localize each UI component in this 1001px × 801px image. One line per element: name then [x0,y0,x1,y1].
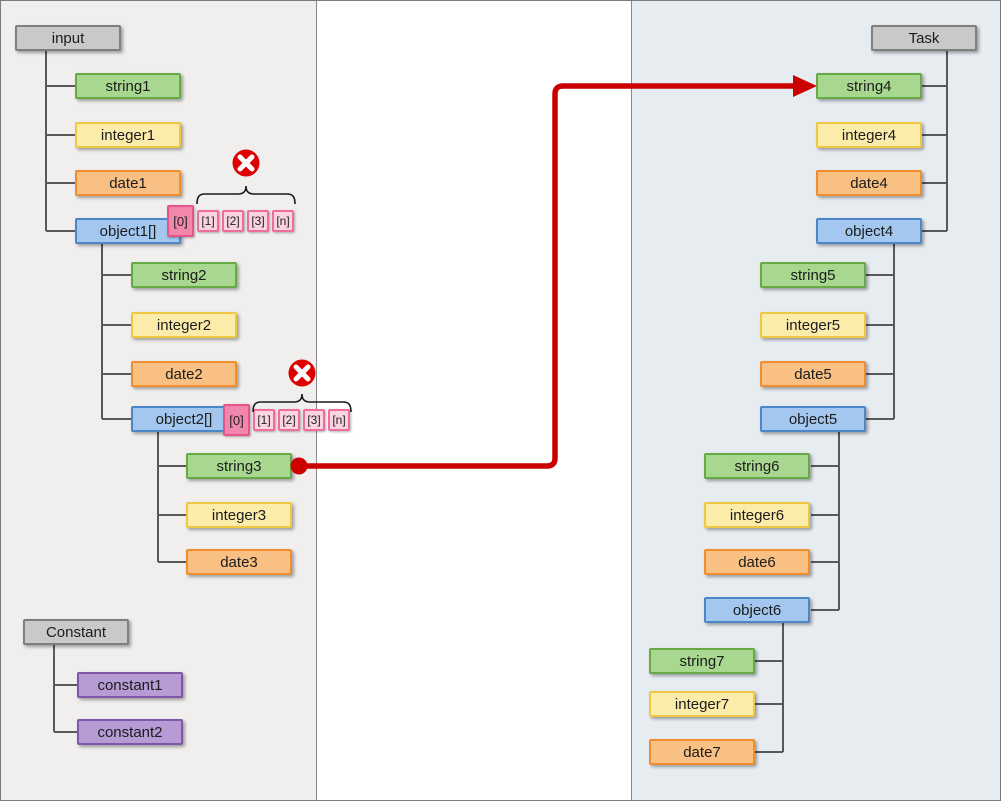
array-index-badge-1[interactable]: [1] [197,210,219,232]
node-string5[interactable]: string5 [760,262,866,288]
mapping-source-port[interactable] [290,457,308,475]
tree-root-constant[interactable]: Constant [23,619,129,645]
node-date5[interactable]: date5 [760,361,866,387]
node-date7[interactable]: date7 [649,739,755,765]
array-index-badge-2[interactable]: [2] [222,210,244,232]
node-object4[interactable]: object4 [816,218,922,244]
task-tree-connectors [755,50,948,753]
tree-root-task[interactable]: Task [871,25,977,51]
tree-root-input[interactable]: input [15,25,121,51]
array-index-badge-0[interactable]: [0] [167,205,194,237]
node-object2[interactable]: object2[] [131,406,237,432]
node-date2[interactable]: date2 [131,361,237,387]
node-string1[interactable]: string1 [75,73,181,99]
node-integer2[interactable]: integer2 [131,312,237,338]
array-index-badge-3[interactable]: [3] [303,409,325,431]
mapping-link-line[interactable] [305,83,793,469]
mapping-arrowhead-icon [793,75,817,97]
cancel-icon[interactable] [288,359,316,387]
node-object6[interactable]: object6 [704,597,810,623]
node-date1[interactable]: date1 [75,170,181,196]
node-date6[interactable]: date6 [704,549,810,575]
node-object5[interactable]: object5 [760,406,866,432]
node-integer5[interactable]: integer5 [760,312,866,338]
array-index-badge-1[interactable]: [1] [253,409,275,431]
node-date4[interactable]: date4 [816,170,922,196]
skipped-indices-brace-object1 [196,185,296,205]
node-date3[interactable]: date3 [186,549,292,575]
skipped-indices-brace-object2 [252,393,352,413]
node-integer3[interactable]: integer3 [186,502,292,528]
array-index-badge-n[interactable]: [n] [272,210,294,232]
node-constant1[interactable]: constant1 [77,672,183,698]
array-index-badge-n[interactable]: [n] [328,409,350,431]
node-string4[interactable]: string4 [816,73,922,99]
node-string7[interactable]: string7 [649,648,755,674]
array-index-badge-2[interactable]: [2] [278,409,300,431]
node-constant2[interactable]: constant2 [77,719,183,745]
node-object1[interactable]: object1[] [75,218,181,244]
array-index-badge-3[interactable]: [3] [247,210,269,232]
node-integer1[interactable]: integer1 [75,122,181,148]
node-string3[interactable]: string3 [186,453,292,479]
node-integer6[interactable]: integer6 [704,502,810,528]
constant-tree-connectors [53,645,77,733]
array-index-badge-0[interactable]: [0] [223,404,250,436]
mapping-link-string3-to-string4[interactable] [290,75,818,475]
node-integer4[interactable]: integer4 [816,122,922,148]
node-integer7[interactable]: integer7 [649,691,755,717]
cancel-icon[interactable] [232,149,260,177]
input-tree-connectors [45,50,186,563]
node-string2[interactable]: string2 [131,262,237,288]
node-string6[interactable]: string6 [704,453,810,479]
